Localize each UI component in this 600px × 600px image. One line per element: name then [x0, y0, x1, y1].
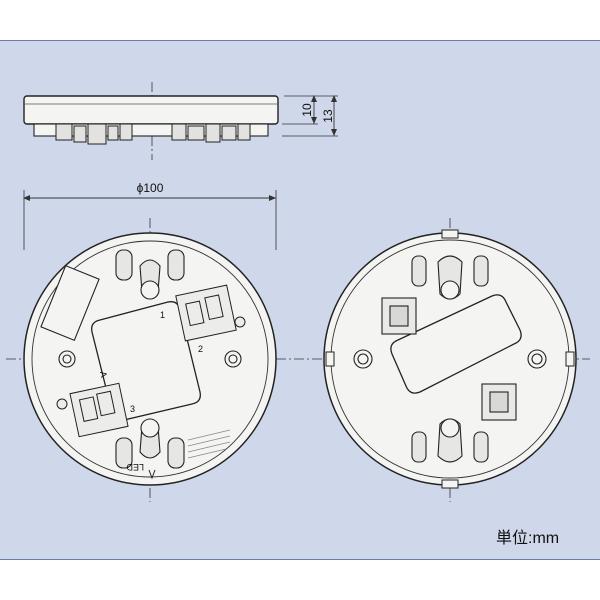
terminal-label-1: 1 — [160, 310, 165, 320]
diameter-label: ϕ100 — [137, 181, 164, 195]
height-outer-label: 13 — [321, 109, 335, 123]
side-body — [23, 95, 279, 125]
led-label: LED — [126, 462, 144, 472]
rear-connector-2 — [481, 383, 517, 421]
keyhole-slots — [115, 249, 185, 469]
rear-connector-1 — [381, 297, 417, 335]
diameter-dimension: ϕ100 — [23, 181, 277, 250]
base-rear-view — [323, 229, 577, 489]
window-slot — [40, 264, 100, 342]
terminal-label-3: 3 — [130, 404, 135, 414]
side-terminals — [55, 123, 251, 145]
unit-label: 単位:mm — [496, 530, 560, 547]
led-arrow-icon — [148, 469, 156, 480]
rear-central-opening — [390, 294, 522, 394]
side-view: 10 13 — [23, 82, 338, 160]
rim-tabs — [325, 229, 575, 489]
height-dimension: 10 13 — [282, 95, 338, 137]
height-inner-label: 10 — [300, 103, 314, 117]
terminal-label-a: A — [98, 371, 109, 379]
terminal-label-2: 2 — [198, 344, 203, 354]
base-top-view: 1 2 A 3 LED — [23, 232, 277, 486]
markings — [187, 429, 231, 459]
terminal-block-2 — [56, 382, 129, 438]
terminal-block-1 — [175, 284, 246, 342]
rear-keyhole-slots — [411, 255, 489, 463]
